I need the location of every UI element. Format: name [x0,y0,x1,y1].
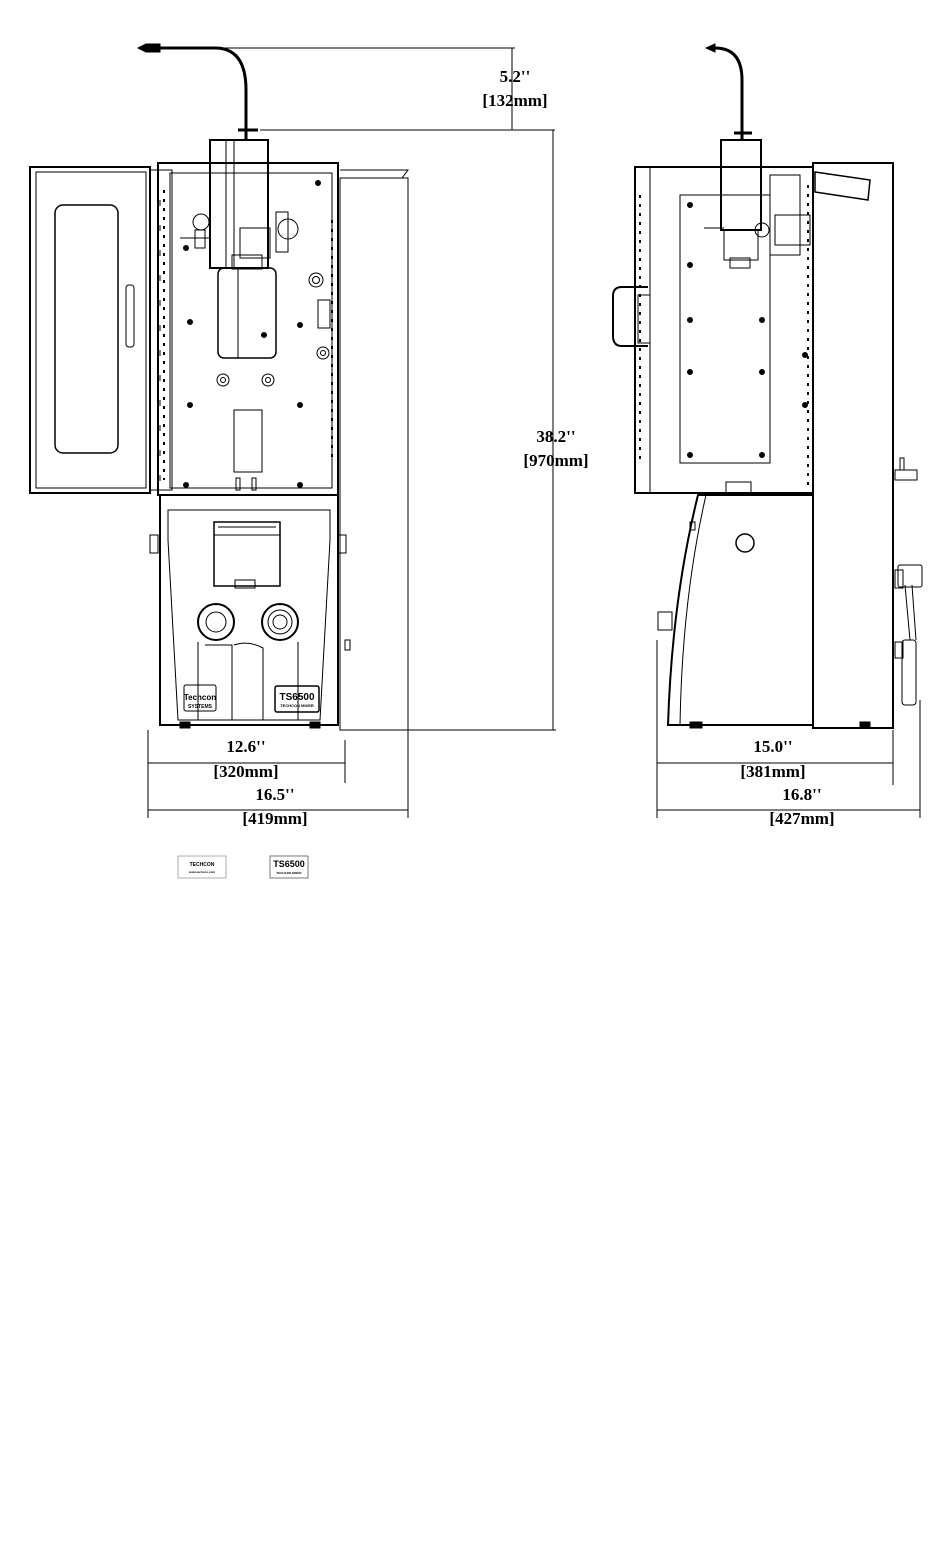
dim-overall-height-imperial: 38.2'' [536,427,575,446]
dim-syringe-height-imperial: 5.2'' [500,67,531,86]
base-port-right [262,604,298,640]
front-model-text: TS6500 [279,692,314,703]
panel-screws [184,181,321,488]
door-window [55,205,118,453]
dim-side-depth-filter-metric: [427mm] [769,809,834,828]
dim-front-width-imperial: 12.6'' [226,737,265,756]
dim-front-width-open-imperial: 16.5'' [255,785,294,804]
side-handle [613,287,648,346]
sample-model-sub: TECHCON MIXER [276,871,302,875]
dim-side-depth-filter-imperial: 16.8'' [782,785,821,804]
dim-side-depth-metric: [381mm] [740,762,805,781]
dim-front-width-metric: [320mm] [213,762,278,781]
sample-logo-text: TECHCON [190,862,215,868]
door-handle [126,285,134,347]
side-upper-cabinet [635,167,813,493]
side-panel-screws [688,203,808,458]
side-filter [902,640,916,705]
dim-syringe-height-metric: [132mm] [482,91,547,110]
base-port-left [198,604,234,640]
front-logo-sub: SYSTEMS [188,704,213,710]
side-dispense-tube [715,48,742,140]
front-dispense-tube [160,48,246,140]
syringe-head [210,140,268,268]
front-view [30,44,408,730]
sample-model-text: TS6500 [273,859,305,869]
dim-side-depth-imperial: 15.0'' [753,737,792,756]
side-rear-column [813,163,893,728]
front-open-door [30,167,150,493]
front-upper-cabinet [158,163,338,495]
dim-overall-height-metric: [970mm] [523,451,588,470]
side-view [613,44,922,728]
front-base [160,495,338,725]
base-access-panel [214,522,280,586]
dim-front-width-open-metric: [419mm] [242,809,307,828]
side-base-port [736,534,754,552]
sample-logo-sub: www.techcon.com [188,870,216,874]
side-access-panel [680,195,770,463]
front-logo-text: Techcon [184,693,216,702]
side-syringe-head [721,140,761,230]
front-model-sub: TECHCON MIXER [280,703,314,708]
